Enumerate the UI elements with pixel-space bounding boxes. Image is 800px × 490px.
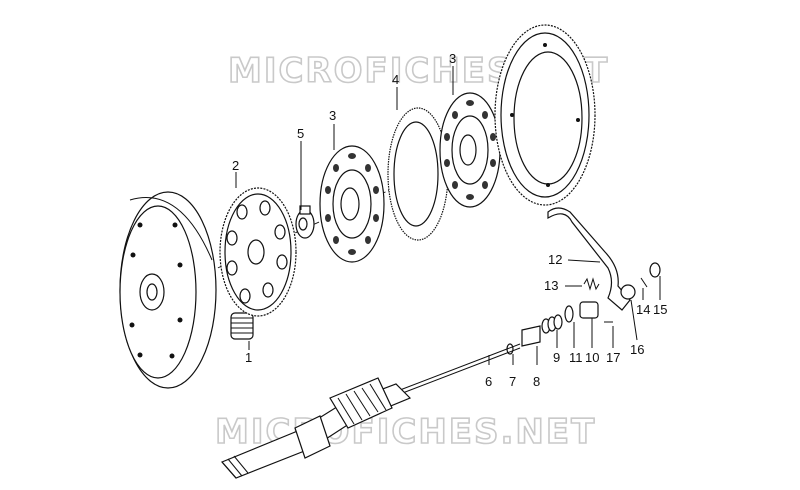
callout-labels: 1 2 3 3 4 5 6 7 8 9 10 11 12 13 14 15 16… [232, 51, 667, 389]
flywheel-housing [119, 191, 217, 389]
callout-9: 9 [553, 350, 560, 365]
spring-part-1 [230, 312, 254, 340]
pin-part-14 [640, 277, 648, 288]
callout-17: 17 [606, 350, 620, 365]
lever-part-12 [547, 207, 636, 311]
callout-3-rear: 3 [449, 51, 456, 66]
callout-14: 14 [636, 302, 650, 317]
callout-6: 6 [485, 374, 492, 389]
callout-8: 8 [533, 374, 540, 389]
washer-part-11 [564, 305, 574, 323]
washers-part-9 [541, 314, 563, 334]
bushing-part-10 [579, 301, 599, 319]
callout-11: 11 [569, 350, 583, 365]
friction-disc-part-3-front [319, 145, 385, 263]
callout-13: 13 [544, 278, 558, 293]
spring-part-13 [583, 277, 600, 291]
callout-10: 10 [585, 350, 599, 365]
callout-4: 4 [392, 72, 399, 87]
callout-3-front: 3 [329, 108, 336, 123]
callout-1: 1 [245, 350, 252, 365]
callout-7: 7 [509, 374, 516, 389]
push-rod-part-6 [399, 343, 521, 395]
bearing-part-8 [521, 325, 541, 347]
toothed-plate-part-2 [219, 187, 297, 317]
callout-12: 12 [548, 252, 562, 267]
callout-2: 2 [232, 158, 239, 173]
ring-gear [494, 24, 596, 206]
leader-lines [235, 66, 661, 365]
ring-plate-part-4 [387, 107, 449, 241]
clutch-shaft [220, 377, 412, 479]
callout-16: 16 [630, 342, 644, 357]
friction-disc-part-3-rear [439, 92, 501, 208]
hub-part-5 [295, 205, 315, 239]
callout-5: 5 [297, 126, 304, 141]
callout-15: 15 [653, 302, 667, 317]
nut-part-15 [649, 262, 661, 278]
